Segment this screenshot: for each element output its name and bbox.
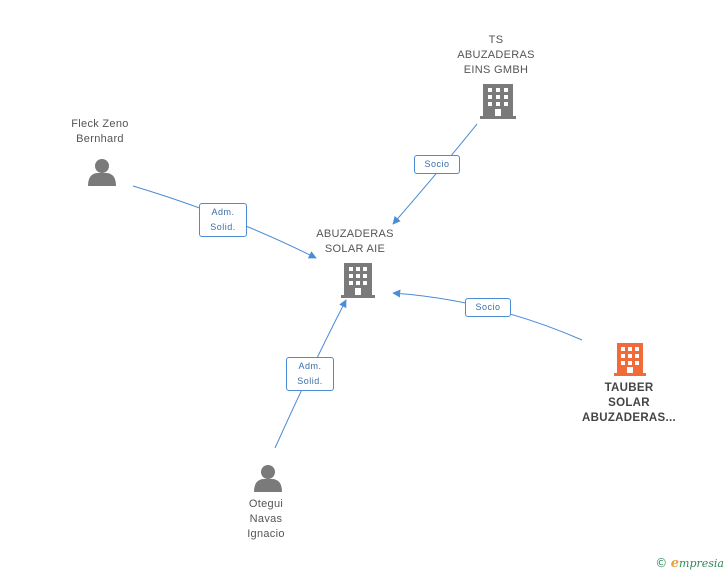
node-label-center[interactable]: ABUZADERAS SOLAR AIE (316, 228, 394, 255)
edge-label-socio-tauber[interactable]: Socio (465, 298, 511, 317)
edge-ts-to-center (392, 123, 478, 225)
building-icon[interactable] (480, 84, 516, 119)
node-label-tauber[interactable]: TAUBER SOLAR ABUZADERAS... (582, 382, 676, 424)
edge-label-socio-ts[interactable]: Socio (414, 155, 460, 174)
brand-initial: e (670, 556, 680, 571)
empresia-logo: © empresia (655, 556, 724, 571)
building-icon[interactable] (341, 263, 375, 298)
node-label-fleck[interactable]: Fleck Zeno Bernhard (71, 118, 129, 145)
brand-name: mpresia (679, 557, 724, 570)
person-icon[interactable] (254, 465, 282, 492)
node-label-ts[interactable]: TS ABUZADERAS EINS GMBH (457, 34, 535, 76)
building-icon-focus[interactable] (614, 343, 646, 376)
edge-label-adm-solid-fleck[interactable]: Adm. Solid. (199, 203, 247, 237)
copyright-symbol: © (655, 556, 668, 570)
node-label-otegui[interactable]: Otegui Navas Ignacio (247, 498, 285, 540)
edge-label-adm-solid-otegui[interactable]: Adm. Solid. (286, 357, 334, 391)
person-icon[interactable] (88, 159, 116, 186)
